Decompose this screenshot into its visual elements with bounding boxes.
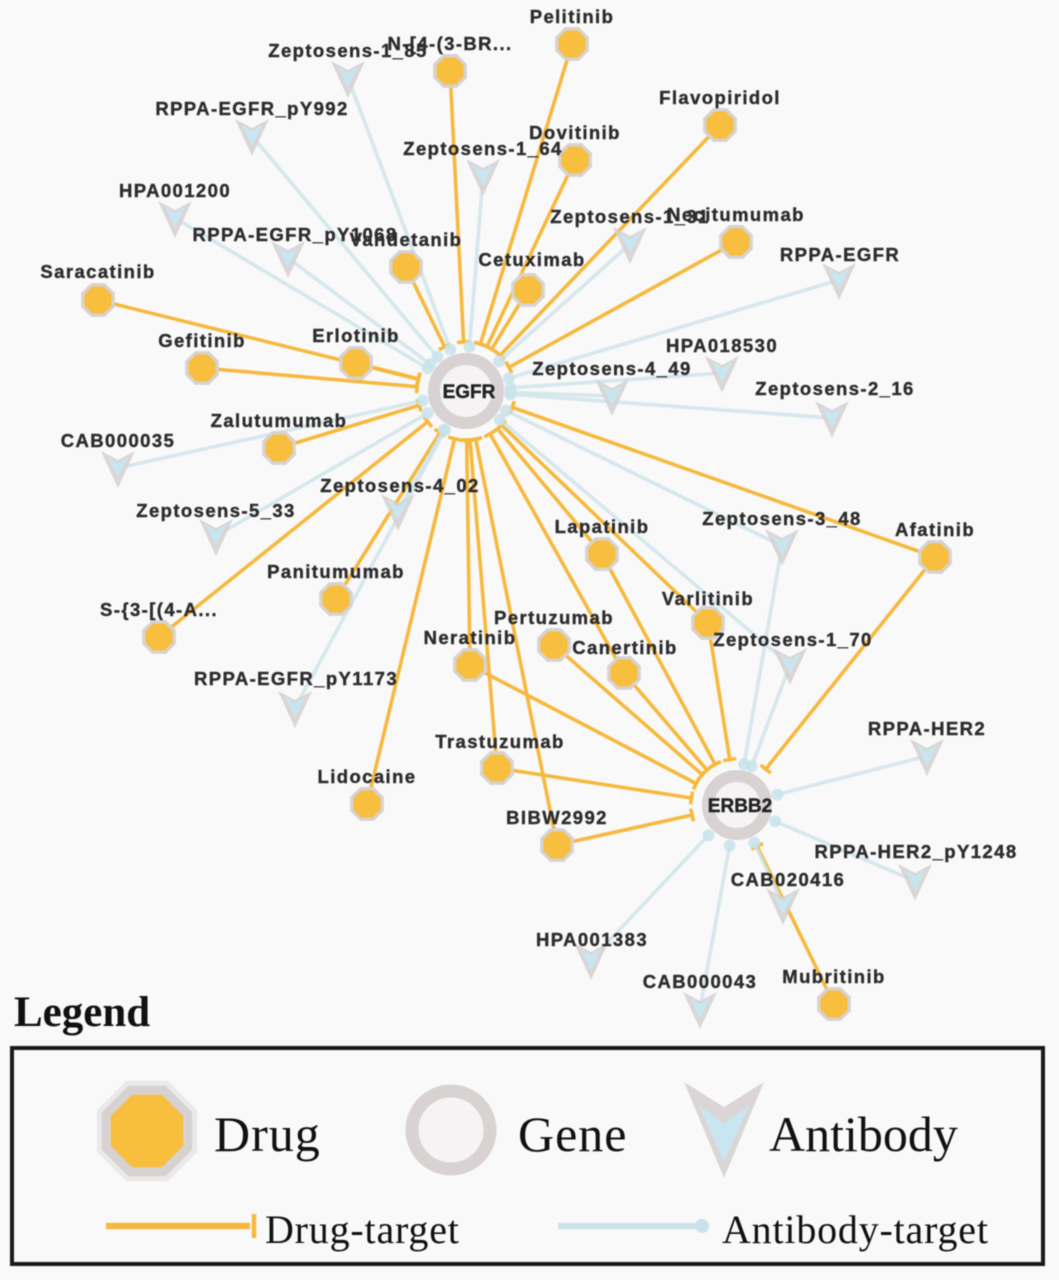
svg-text:Mubritinib: Mubritinib [782,966,885,987]
svg-text:Zeptosens-4_49: Zeptosens-4_49 [532,358,691,379]
svg-text:EGFR: EGFR [443,382,496,403]
svg-text:Zeptosens-1_64: Zeptosens-1_64 [403,138,562,159]
svg-text:Legend: Legend [14,989,150,1036]
svg-text:BIBW2992: BIBW2992 [506,807,608,828]
svg-text:HPA018530: HPA018530 [666,335,778,356]
svg-text:Dovitinib: Dovitinib [529,122,621,143]
svg-text:Canertinib: Canertinib [572,637,677,658]
svg-text:Lidocaine: Lidocaine [318,766,417,787]
svg-text:Neratinib: Neratinib [424,627,517,648]
svg-text:Flavopiridol: Flavopiridol [659,87,781,108]
svg-text:Gefitinib: Gefitinib [158,330,246,351]
svg-text:Varlitinib: Varlitinib [662,588,754,609]
svg-text:HPA001383: HPA001383 [536,929,648,950]
svg-text:RPPA-HER2_pY1248: RPPA-HER2_pY1248 [814,841,1017,862]
svg-text:Saracatinib: Saracatinib [40,261,155,282]
svg-text:Zeptosens-4_02: Zeptosens-4_02 [320,475,479,496]
svg-text:HPA001200: HPA001200 [119,180,231,201]
svg-text:RPPA-EGFR_pY1173: RPPA-EGFR_pY1173 [194,668,398,689]
svg-text:Afatinib: Afatinib [895,519,975,540]
svg-text:Necitumumab: Necitumumab [667,204,805,225]
svg-text:Trastuzumab: Trastuzumab [435,731,565,752]
svg-text:CAB000043: CAB000043 [643,971,757,992]
svg-text:Zalutumumab: Zalutumumab [211,410,348,431]
svg-text:N-[4-(3-BR...: N-[4-(3-BR... [387,33,512,54]
svg-text:Zeptosens-3_48: Zeptosens-3_48 [702,508,861,529]
svg-text:Antibody-target: Antibody-target [722,1207,989,1252]
svg-text:RPPA-EGFR: RPPA-EGFR [780,244,900,265]
svg-text:RPPA-EGFR_pY1068: RPPA-EGFR_pY1068 [192,224,397,245]
svg-text:Zeptosens-2_16: Zeptosens-2_16 [755,378,914,399]
svg-text:Drug: Drug [214,1106,321,1162]
svg-text:Zeptosens-1_70: Zeptosens-1_70 [713,629,872,650]
svg-text:Cetuximab: Cetuximab [478,249,585,270]
svg-text:Erlotinib: Erlotinib [312,325,400,346]
svg-text:Drug-target: Drug-target [265,1207,460,1252]
svg-text:Zeptosens-5_33: Zeptosens-5_33 [136,500,295,521]
svg-text:Pertuzumab: Pertuzumab [494,607,614,628]
svg-text:RPPA-HER2: RPPA-HER2 [868,718,986,739]
svg-text:Pelitinib: Pelitinib [530,6,615,27]
svg-text:ERBB2: ERBB2 [708,796,772,817]
svg-text:Gene: Gene [518,1106,628,1162]
svg-text:Lapatinib: Lapatinib [555,516,650,537]
svg-text:Antibody: Antibody [769,1106,958,1162]
svg-text:Zeptosens-1_31: Zeptosens-1_31 [550,206,709,227]
svg-text:Zeptosens-1_85: Zeptosens-1_85 [268,40,427,61]
svg-text:Vandetanib: Vandetanib [350,229,463,250]
svg-text:CAB000035: CAB000035 [61,430,175,451]
svg-text:CAB020416: CAB020416 [731,869,845,890]
svg-text:RPPA-EGFR_pY992: RPPA-EGFR_pY992 [155,98,348,119]
svg-text:S-{3-[(4-A...: S-{3-[(4-A... [100,599,218,620]
svg-text:Panitumumab: Panitumumab [267,561,405,582]
